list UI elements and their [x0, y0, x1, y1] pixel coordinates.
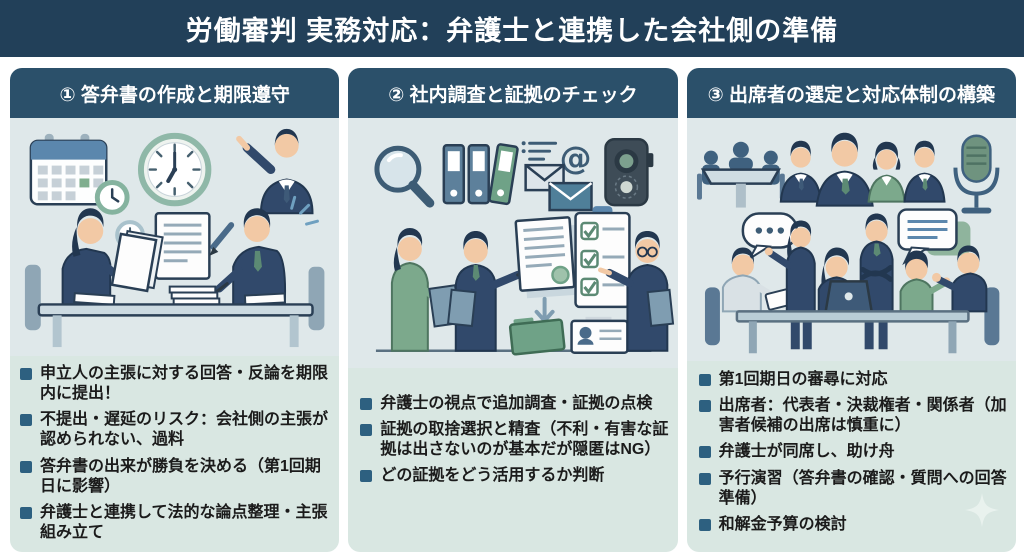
bullet-text: 予行演習（答弁書の確認・質問への回答準備） — [718, 469, 1007, 507]
pointing-businessman — [236, 128, 314, 215]
bullet-square-icon — [360, 470, 373, 483]
bullet-item: 第1回期日の審尋に対応 — [698, 370, 1012, 390]
bullet-text: どの証拠をどう活用するか判断 — [380, 467, 605, 485]
document-pen-icon — [154, 211, 235, 280]
meeting-table-icon — [696, 141, 785, 208]
id-card-icon — [570, 316, 630, 355]
deadline-illustration — [24, 128, 325, 348]
card2-header: ② 社内調査と証拠のチェック — [348, 68, 678, 118]
card2-bullet-list: 弁護士の視点で追加調査・証拠の点検証拠の取捨選択と精査（不利・有害な証拠は出さな… — [348, 368, 677, 487]
speech-bubble-dots-icon — [741, 212, 798, 262]
bullet-text: 和解金予算の検討 — [718, 515, 847, 533]
card3-header: ③ 出席者の選定と対応体制の構築 — [686, 68, 1016, 118]
bullet-text: 出席者：代表者・決裁権者・関係者（加害者候補の出席は慎重に） — [718, 397, 1007, 435]
voice-recorder-icon — [604, 137, 654, 207]
binders-icon — [442, 143, 520, 206]
bullet-item: 予行演習（答弁書の確認・質問への回答準備） — [698, 469, 1012, 509]
bullet-item: 和解金予算の検討 — [698, 515, 1012, 535]
bullet-square-icon — [698, 400, 711, 413]
bullet-square-icon — [698, 374, 711, 386]
email-icon: @ — [521, 139, 594, 212]
document-icon — [514, 216, 582, 299]
bullet-text: 弁護士の視点で追加調査・証拠の点検 — [380, 395, 653, 412]
bullet-text: 申立人の主張に対する回答・反論を期限内に提出！ — [40, 365, 329, 403]
bullet-square-icon — [20, 368, 32, 380]
drafting-scene — [24, 195, 325, 348]
speech-bubble-lines-icon — [896, 208, 971, 266]
card1-illustration — [10, 118, 340, 356]
bullet-item: 弁護士の視点で追加調査・証拠の点検 — [360, 394, 671, 414]
card1-header: ① 答弁書の作成と期限遵守 — [10, 68, 340, 118]
card1-bullet-list: 申立人の主張に対する回答・反論を期限内に提出！ 不提出・遅延のリスク：会社側の主張… — [10, 356, 339, 543]
card-internal-investigation: ② 社内調査と証拠のチェック — [348, 68, 678, 552]
card3-bullet-list: 第1回期日の審尋に対応出席者：代表者・決裁権者・関係者（加害者候補の出席は慎重に… — [687, 361, 1016, 535]
bullet-item: どの証拠をどう活用するか判断 — [360, 466, 671, 486]
page-title: 労働審判 実務対応：弁護士と連携した会社側の準備 — [185, 16, 839, 46]
bullet-item: 答弁書の出来が勝負を決める（第1回期日に影響） — [20, 457, 333, 497]
title-banner: 労働審判 実務対応：弁護士と連携した会社側の準備 — [0, 0, 1024, 57]
svg-text:@: @ — [560, 139, 592, 177]
bullet-item: 出席者：代表者・決裁権者・関係者（加害者候補の出席は慎重に） — [698, 396, 1012, 436]
bullet-square-icon — [20, 414, 32, 427]
bullet-item: 証拠の取捨選択と精査（不利・有害な証拠は出さないのが基本だが隠匿はNG） — [360, 420, 671, 460]
bullet-square-icon — [360, 398, 373, 410]
attendees-illustration — [696, 132, 1000, 354]
team-discussion-scene — [704, 208, 1000, 354]
columns-row: ① 答弁書の作成と期限遵守 — [0, 57, 1024, 552]
card-attendees-structure: ③ 出席者の選定と対応体制の構築 — [686, 68, 1016, 552]
folder-icon — [509, 317, 566, 356]
sparkle-icon — [964, 493, 999, 527]
bullet-text: 証拠の取捨選択と精査（不利・有害な証拠は出さないのが基本だが隠匿はNG） — [380, 421, 669, 459]
bullet-item: 不提出・遅延のリスク：会社側の主張が認められない、過料 — [20, 410, 333, 450]
bullet-square-icon — [698, 446, 711, 459]
bullet-text: 第1回期日の審尋に対応 — [718, 371, 888, 388]
bullet-square-icon — [698, 472, 711, 485]
bullet-square-icon — [698, 518, 711, 531]
clock-icon — [137, 132, 212, 207]
card-answer-document: ① 答弁書の作成と期限遵守 — [10, 68, 340, 552]
card3-illustration — [686, 118, 1016, 361]
bullet-square-icon — [360, 424, 373, 437]
bullet-square-icon — [20, 460, 32, 473]
bullet-text: 弁護士が同席し、助け舟 — [718, 443, 895, 461]
bullet-item: 弁護士と連携して法的な論点整理・主張組み立て — [20, 503, 333, 543]
calendar-icon — [29, 133, 130, 215]
magnifier-icon — [374, 145, 435, 208]
people-reviewing-evidence — [376, 206, 675, 356]
bullet-item: 申立人の主張に対する回答・反論を期限内に提出！ — [20, 364, 333, 404]
checklist-icon — [574, 206, 632, 309]
attendee-busts — [779, 132, 946, 207]
bullet-text: 不提出・遅延のリスク：会社側の主張が認められない、過料 — [40, 411, 329, 449]
bullet-square-icon — [20, 506, 32, 519]
microphone-icon — [953, 134, 1000, 214]
evidence-illustration: @ — [374, 137, 675, 356]
card2-illustration: @ — [348, 118, 678, 368]
bullet-text: 答弁書の出来が勝負を決める（第1回期日に影響） — [40, 457, 321, 495]
bullet-item: 弁護士が同席し、助け舟 — [698, 442, 1012, 462]
bullet-text: 弁護士と連携して法的な論点整理・主張組み立て — [40, 503, 328, 542]
